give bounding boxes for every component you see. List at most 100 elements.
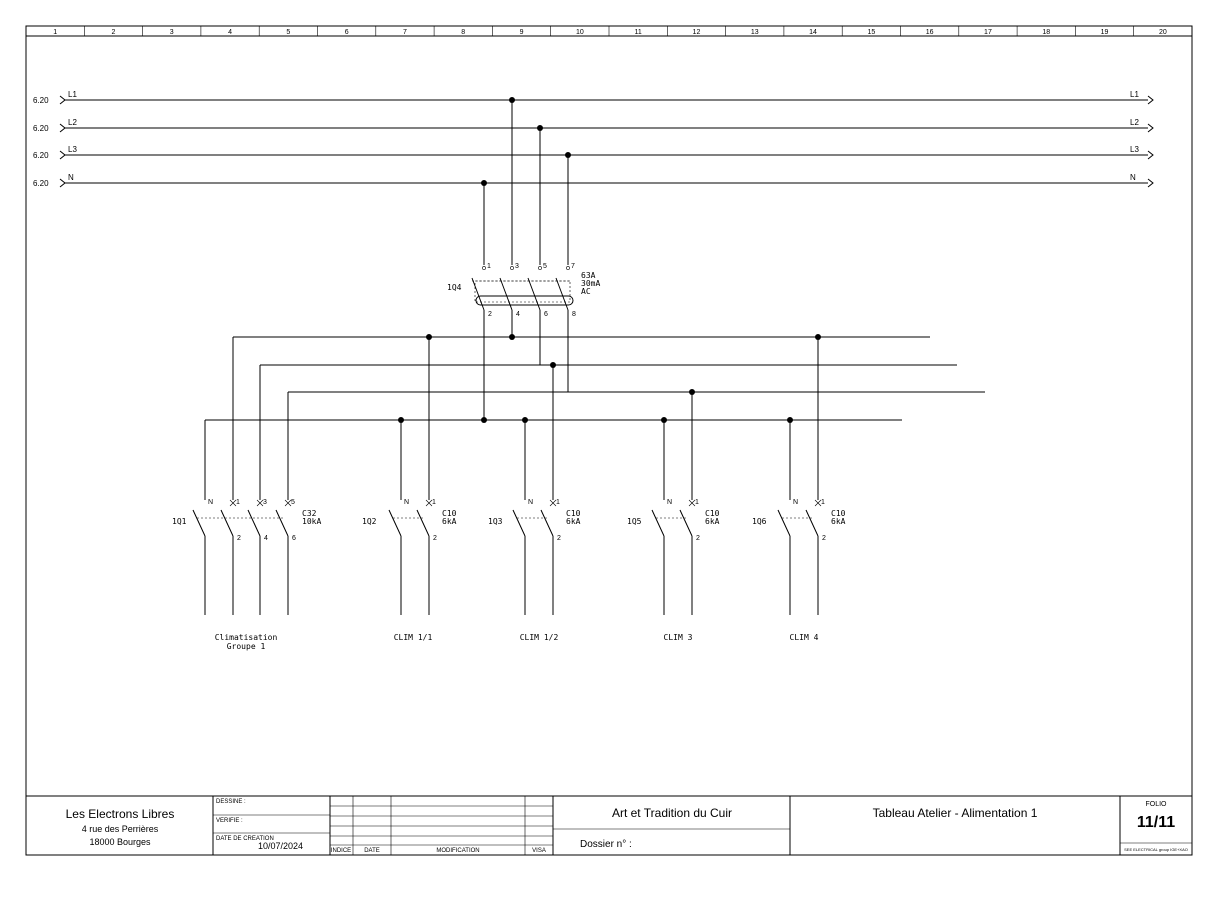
- column-number: 8: [461, 29, 465, 36]
- breaker-id: 1Q5: [627, 517, 642, 526]
- breaker-pole-blade: [805, 509, 819, 537]
- rcd-top-pin: 1: [487, 263, 491, 270]
- breaker-circuit-label: Climatisation: [215, 633, 278, 642]
- column-number: 13: [751, 29, 759, 36]
- company-address-1: 4 rue des Perrières: [82, 824, 159, 834]
- breaker-rating: 10kA: [302, 517, 321, 526]
- company-address-2: 18000 Bourges: [89, 837, 151, 847]
- rcd-rating: 30mA: [581, 279, 600, 288]
- breaker-top-pin: 1: [556, 499, 560, 506]
- rcd-top-terminal: [566, 266, 570, 270]
- column-number: 16: [926, 29, 934, 36]
- bus-label-left: L3: [68, 145, 77, 154]
- client-name: Art et Tradition du Cuir: [612, 806, 732, 820]
- bus-label-right: N: [1130, 173, 1136, 182]
- breaker-bottom-pin: 2: [557, 535, 561, 542]
- breaker-top-pin: N: [528, 499, 533, 506]
- breaker-pole-blade: [679, 509, 693, 537]
- column-number: 19: [1101, 29, 1109, 36]
- checked-label: VERIFIE :: [216, 818, 243, 824]
- rcd-bottom-pin: 2: [488, 311, 492, 318]
- breaker-top-pin: N: [404, 499, 409, 506]
- software-credit: SEE ELECTRICAL group IGE+XAO: [1124, 847, 1188, 852]
- created-date: 10/07/2024: [258, 841, 303, 851]
- breaker-id: 1Q1: [172, 517, 187, 526]
- rcd-toroid: [475, 295, 574, 306]
- breaker-id: 1Q2: [362, 517, 377, 526]
- breaker-bottom-pin: 6: [292, 535, 296, 542]
- column-number: 18: [1042, 29, 1050, 36]
- breaker-top-pin: 1: [695, 499, 699, 506]
- created-label: DATE DE CREATION: [216, 836, 274, 842]
- breaker-pole-blade: [651, 509, 665, 537]
- column-number: 12: [693, 29, 701, 36]
- rcd-top-pin: 7: [571, 263, 575, 270]
- bus-in-arrow: [59, 178, 66, 188]
- column-number: 14: [809, 29, 817, 36]
- breaker-bottom-pin: 4: [264, 535, 268, 542]
- drawn-label: DESSINE :: [216, 799, 246, 805]
- bus-n: 6.20 N N: [33, 173, 1154, 188]
- breaker-top-pin: 5: [291, 499, 295, 506]
- breaker-pole-blade: [416, 509, 430, 537]
- rcd-id: 1Q4: [447, 283, 462, 292]
- bus-source-ref: 6.20: [33, 96, 49, 105]
- col-index: INDICE: [331, 848, 351, 854]
- breaker-top-pin: 3: [263, 499, 267, 506]
- sheet-border: [25, 25, 1193, 856]
- bus-out-arrow: [1147, 123, 1154, 133]
- rcd-enclosure: [474, 280, 571, 303]
- breaker-trip-mark: [229, 499, 237, 507]
- breaker-trip-mark: [256, 499, 264, 507]
- rcd-top-terminal: [482, 266, 486, 270]
- breaker-circuit-label: CLIM 1/1: [394, 633, 433, 642]
- bus-source-ref: 6.20: [33, 124, 49, 133]
- bus-label-left: L2: [68, 118, 77, 127]
- breaker-id: 1Q3: [488, 517, 503, 526]
- rcd-rating: AC: [581, 287, 591, 296]
- breaker-rating: 6kA: [831, 517, 846, 526]
- breaker-pole-blade: [777, 509, 791, 537]
- breaker-pole-blade: [192, 509, 206, 537]
- column-number: 7: [403, 29, 407, 36]
- folio-value: 11/11: [1137, 814, 1175, 831]
- column-number: 6: [345, 29, 349, 36]
- column-number: 2: [111, 29, 115, 36]
- title-block: Les Electrons Libres 4 rue des Perrières…: [26, 795, 1192, 855]
- bus-out-arrow: [1147, 95, 1154, 105]
- column-number: 1: [53, 29, 57, 36]
- breaker-top-pin: 1: [432, 499, 436, 506]
- breaker-pole-blade: [540, 509, 554, 537]
- breaker-top-pin: 1: [821, 499, 825, 506]
- breaker-pole-blade: [512, 509, 526, 537]
- bus-source-ref: 6.20: [33, 179, 49, 188]
- breaker-trip-mark: [688, 499, 696, 507]
- breaker-rating: C10: [831, 509, 846, 518]
- breaker-top-pin: 1: [236, 499, 240, 506]
- breaker-rating: 6kA: [442, 517, 457, 526]
- company-name: Les Electrons Libres: [66, 807, 175, 821]
- rcd-top-terminal: [538, 266, 542, 270]
- breaker-pole-blade: [388, 509, 402, 537]
- column-number: 3: [170, 29, 174, 36]
- breaker-pole-blade: [220, 509, 234, 537]
- breaker-circuit-label: Groupe 1: [227, 642, 266, 651]
- bus-in-arrow: [59, 150, 66, 160]
- breaker-top-pin: N: [667, 499, 672, 506]
- breaker-bottom-pin: 2: [433, 535, 437, 542]
- rcd-top-pin: 3: [515, 263, 519, 270]
- breaker-circuit-label: CLIM 1/2: [520, 633, 559, 642]
- bus-out-arrow: [1147, 178, 1154, 188]
- bus-out-arrow: [1147, 150, 1154, 160]
- breaker-bottom-pin: 2: [822, 535, 826, 542]
- bus-label-left: N: [68, 173, 74, 182]
